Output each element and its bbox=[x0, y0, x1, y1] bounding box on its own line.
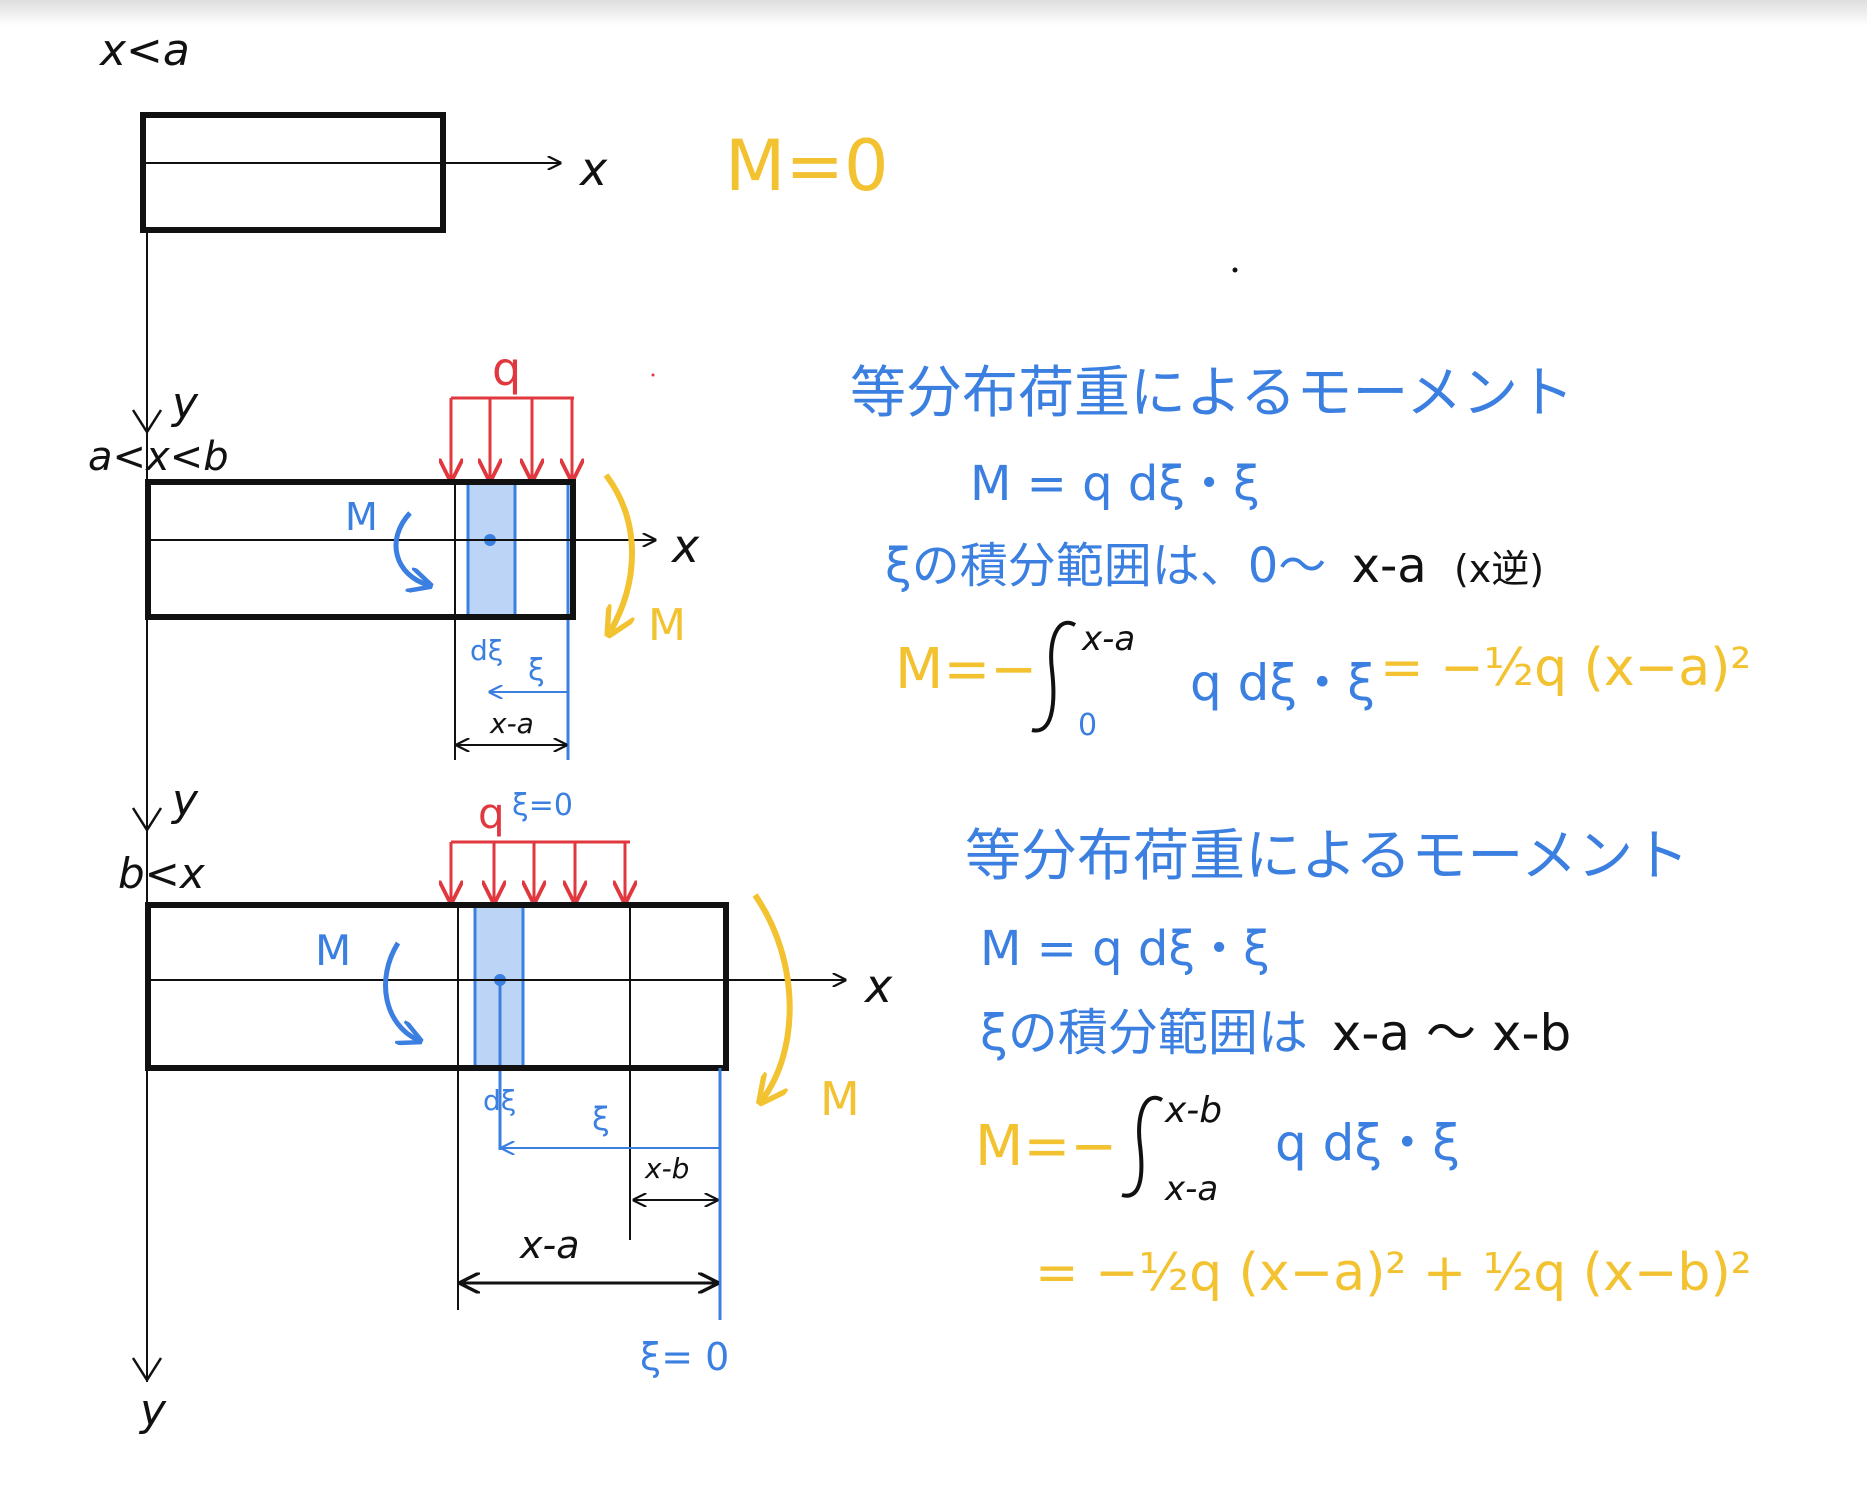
region-3-y-bottom-label: y bbox=[138, 1385, 167, 1436]
region-3-note-moment: M = q dξ・ξ bbox=[980, 921, 1270, 977]
region-2-origin-label: ξ=0 bbox=[512, 788, 573, 823]
region-2-eq-upper: x-a bbox=[1081, 619, 1135, 659]
region-3: y b<x q x M M dξ ξ x-b x-a bbox=[118, 775, 1752, 1436]
region-3-x-label: x bbox=[863, 959, 893, 1013]
region-2-eq-integrand: q dξ・ξ bbox=[1190, 654, 1375, 712]
region-2-eq-result: = −½q (x−a)² bbox=[1380, 638, 1751, 698]
region-2-xi-label: ξ bbox=[528, 653, 545, 688]
region-3-span-xa-label: x-a bbox=[519, 1223, 580, 1267]
region-3-strip-label: dξ bbox=[483, 1084, 516, 1117]
region-3-note-range-bounds: x-a 〜 x-b bbox=[1332, 1004, 1571, 1062]
region-2-integral-sign bbox=[1031, 620, 1077, 733]
region-3-note-heading: 等分布荷重によるモーメント bbox=[965, 824, 1689, 889]
region-3-external-moment-arrow bbox=[752, 893, 793, 1100]
region-2-note-range: ξの積分範囲は、0〜 x-a (x逆) bbox=[885, 538, 1544, 594]
region-3-note-range: ξの積分範囲は x-a 〜 x-b bbox=[980, 1004, 1571, 1062]
region-2-strip-label: dξ bbox=[470, 634, 503, 667]
region-2-external-moment-arrow bbox=[603, 473, 635, 632]
region-2-y-label: y bbox=[170, 378, 199, 429]
region-2-eq-lhs: M=− bbox=[895, 637, 1037, 702]
region-3-eq-upper: x-b bbox=[1164, 1090, 1222, 1131]
region-2-eq-lower: 0 bbox=[1078, 708, 1097, 743]
region-2-span-label: x-a bbox=[489, 707, 534, 740]
region-2-strip bbox=[468, 485, 515, 615]
region-3-xi-label: ξ bbox=[592, 1100, 610, 1138]
region-2-load-label: q bbox=[492, 342, 521, 396]
region-3-external-moment-label: M bbox=[820, 1072, 860, 1126]
region-1-result: M=0 bbox=[725, 125, 889, 207]
region-2-note-range-suffix: (x逆) bbox=[1454, 547, 1544, 591]
region-2-note-range-prefix: ξの積分範囲は、0〜 bbox=[885, 538, 1326, 594]
stray-dot bbox=[651, 373, 655, 377]
stray-dot bbox=[1232, 267, 1238, 273]
region-3-eq-lower: x-a bbox=[1164, 1169, 1218, 1209]
region-1: x<a x M=0 bbox=[98, 25, 889, 233]
region-2-note-range-bounds: x-a bbox=[1352, 538, 1427, 594]
region-3-span-xb-label: x-b bbox=[644, 1152, 689, 1185]
region-2: y a<x<b q x M M dξ ξ x-a ξ=0 等分布荷 bbox=[88, 342, 1751, 823]
top-edge-shadow bbox=[0, 0, 1867, 26]
region-2-note-moment: M = q dξ・ξ bbox=[970, 456, 1260, 512]
region-2-moment-label: M bbox=[345, 495, 378, 539]
region-3-eq-integrand: q dξ・ξ bbox=[1275, 1114, 1460, 1172]
region-1-condition: x<a bbox=[98, 25, 190, 76]
region-2-condition: a<x<b bbox=[88, 434, 229, 480]
region-3-integral-sign bbox=[1121, 1095, 1164, 1198]
region-1-x-label: x bbox=[578, 142, 608, 196]
region-2-x-label: x bbox=[670, 519, 700, 573]
region-3-eq-lhs: M=− bbox=[975, 1114, 1117, 1179]
y-axis-arrowhead-1 bbox=[131, 409, 163, 435]
region-3-note-range-prefix: ξの積分範囲は bbox=[980, 1004, 1308, 1062]
region-1-beam bbox=[140, 112, 446, 233]
region-3-y-label: y bbox=[170, 775, 199, 826]
region-3-origin-label: ξ= 0 bbox=[640, 1335, 729, 1379]
y-axis-arrowhead-3 bbox=[131, 1357, 163, 1383]
region-2-note-heading: 等分布荷重によるモーメント bbox=[850, 361, 1574, 426]
region-2-external-moment-label: M bbox=[648, 600, 686, 651]
region-3-beam bbox=[145, 902, 729, 1071]
y-axis-arrowhead-2 bbox=[131, 807, 163, 833]
region-3-moment-label: M bbox=[315, 926, 351, 975]
region-2-beam bbox=[145, 479, 576, 620]
region-3-eq-result: = −½q (x−a)² + ½q (x−b)² bbox=[1035, 1243, 1752, 1303]
region-3-moment-arrow bbox=[383, 941, 418, 1040]
region-3-condition: b<x bbox=[118, 849, 206, 898]
region-3-load-label: q bbox=[478, 789, 505, 838]
region-2-moment-arrow bbox=[393, 511, 428, 585]
